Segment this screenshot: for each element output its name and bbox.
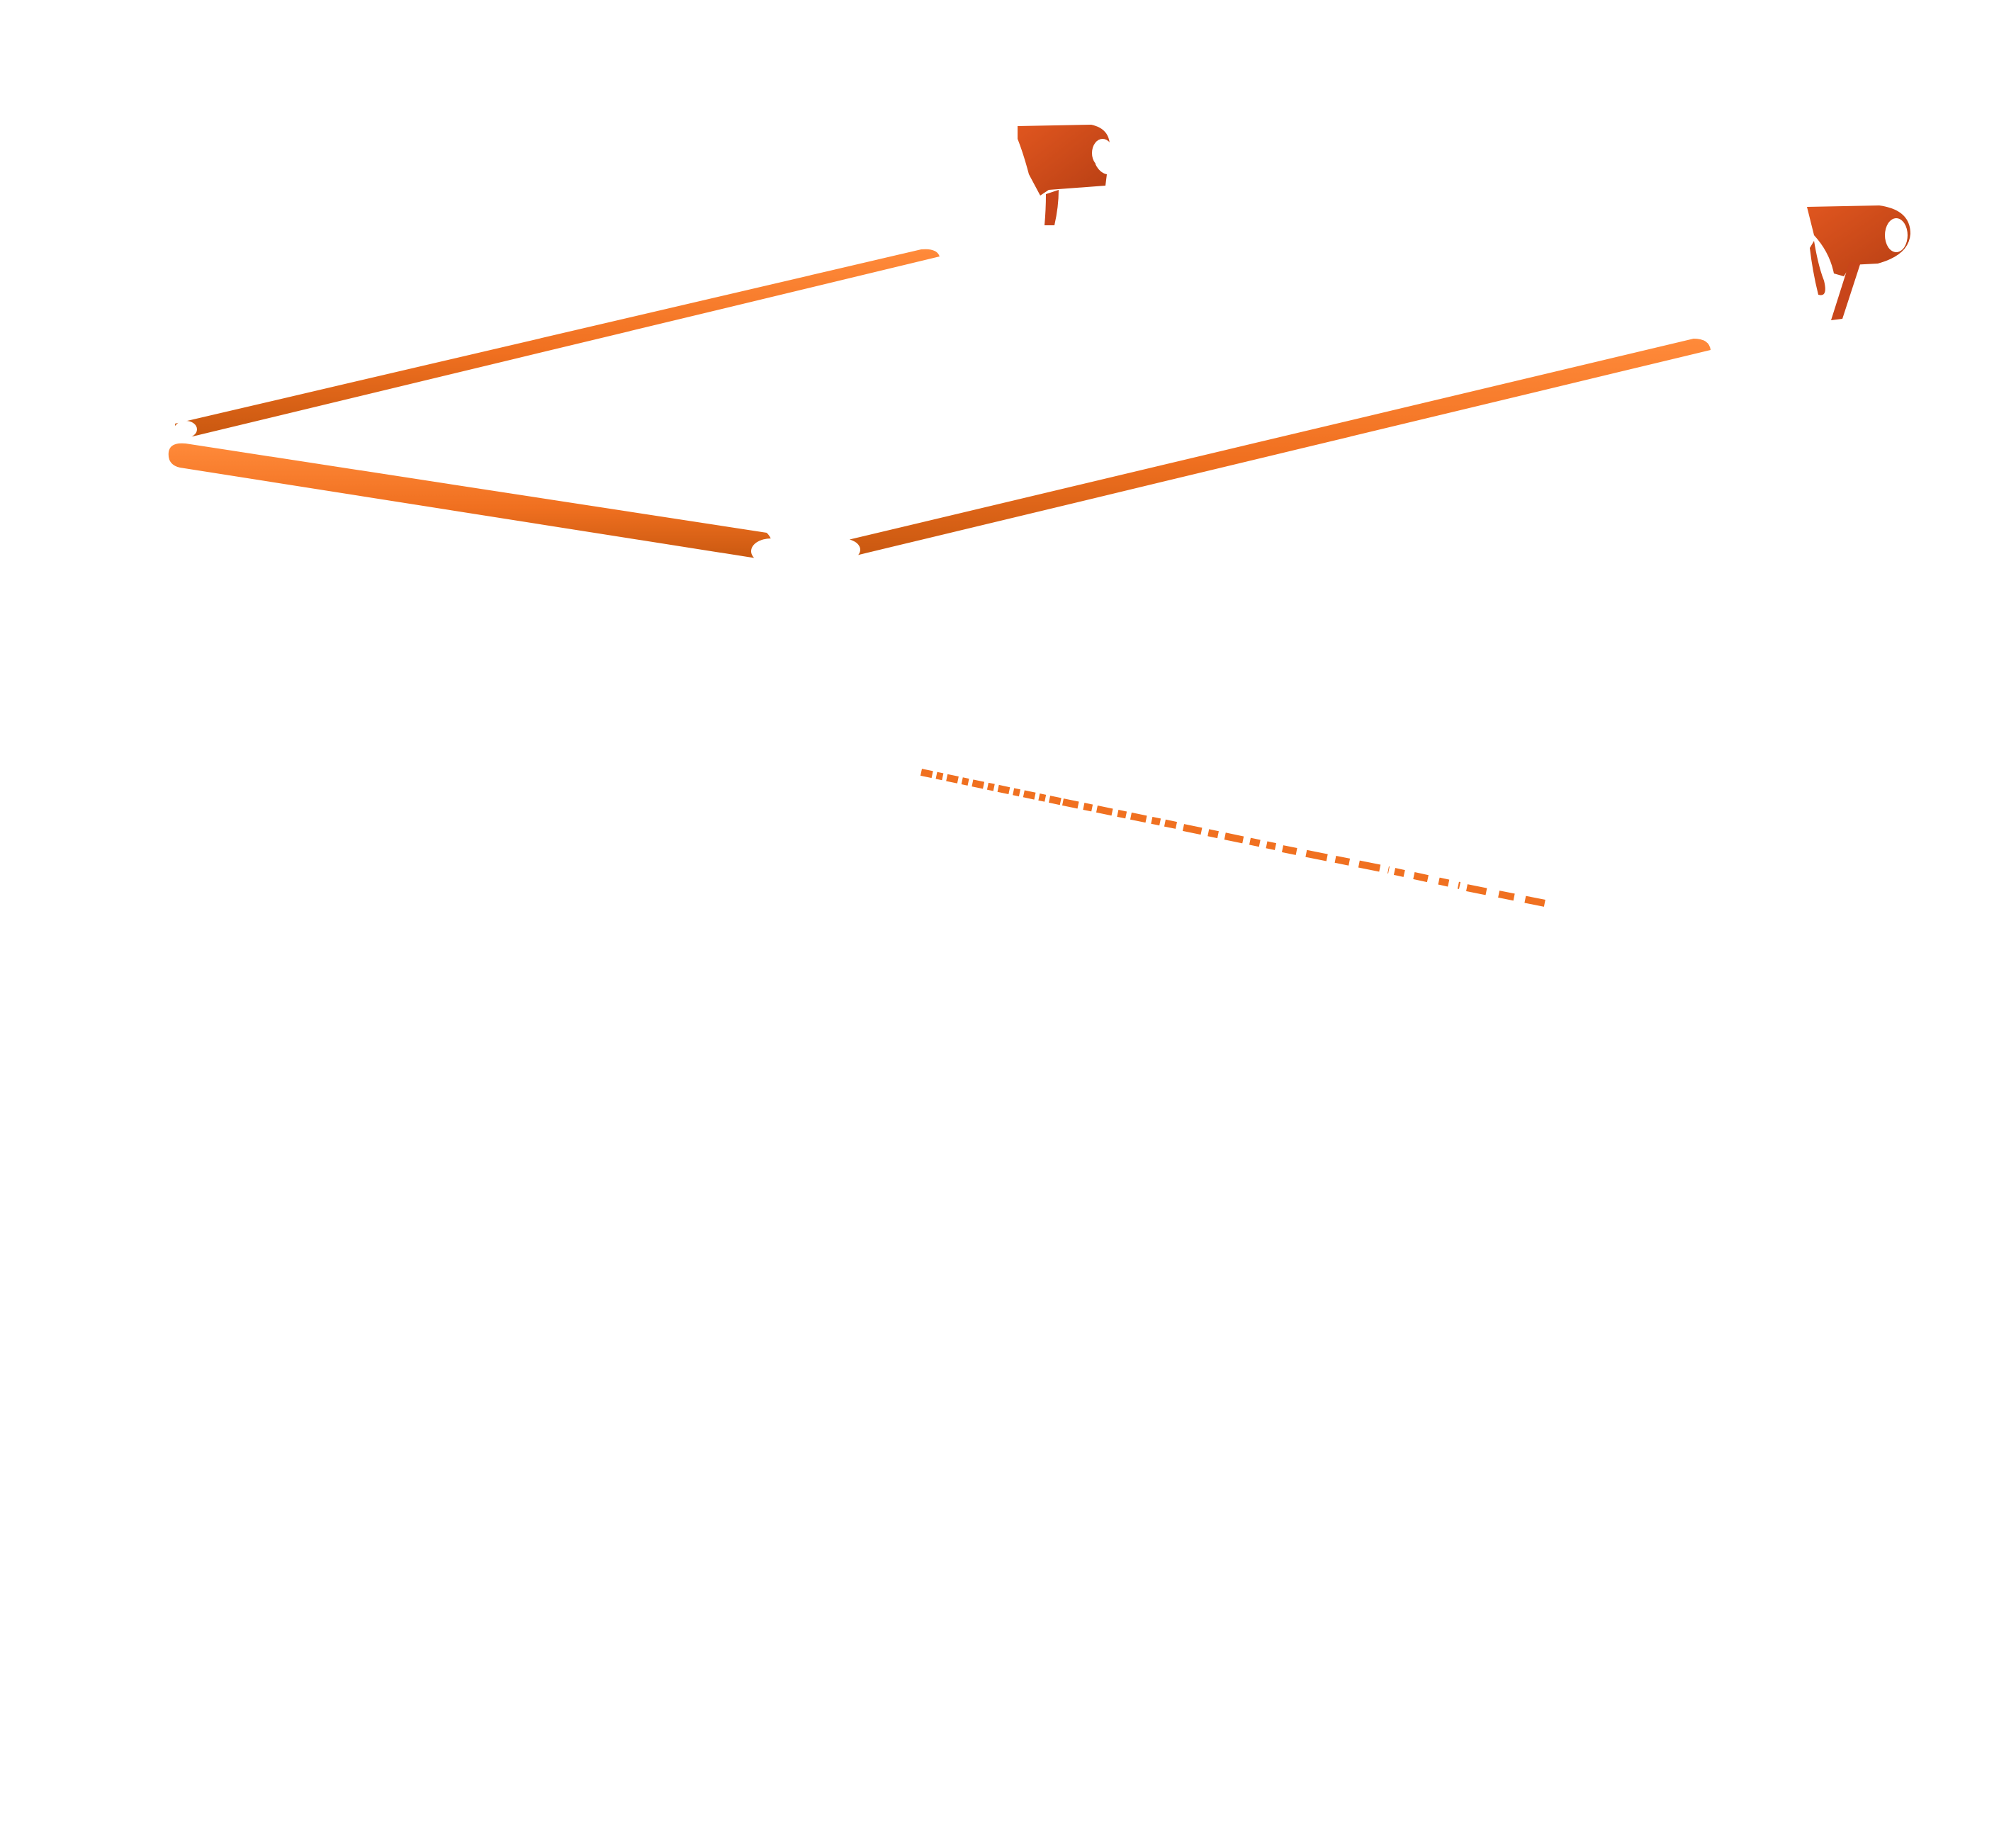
- dashed-segment: [920, 769, 1064, 806]
- bracket-hole: [1885, 218, 1908, 252]
- dashed-segment: [1182, 824, 1277, 850]
- rail-bar-body: [835, 339, 1711, 557]
- dashed-segment: [1466, 884, 1553, 908]
- wall-bracket-upper: [1018, 125, 1113, 225]
- bracket-arm: [1810, 241, 1825, 295]
- wall-bracket-right: [1807, 205, 1910, 320]
- rail-bar-upper-left: [174, 249, 940, 438]
- bracket-arm: [1044, 190, 1059, 225]
- corner-joint-connector: [769, 540, 843, 561]
- dashed-guide-line: [920, 769, 1553, 908]
- bracket-strut: [1831, 262, 1861, 320]
- rail-bar-right: [835, 339, 1711, 557]
- dashed-segment: [1282, 845, 1390, 874]
- bracket-hole: [1092, 139, 1113, 167]
- rail-bar-body: [175, 249, 940, 437]
- rail-bar-end-cap: [174, 421, 197, 438]
- bracket-plate: [1807, 205, 1910, 276]
- bracket-plate: [1018, 125, 1110, 196]
- rail-bar-body: [168, 443, 772, 560]
- rail-bar-front-left: [168, 443, 772, 560]
- dashed-segment: [1062, 798, 1178, 829]
- dashed-segment: [1393, 868, 1461, 889]
- corner-joint: [751, 538, 860, 564]
